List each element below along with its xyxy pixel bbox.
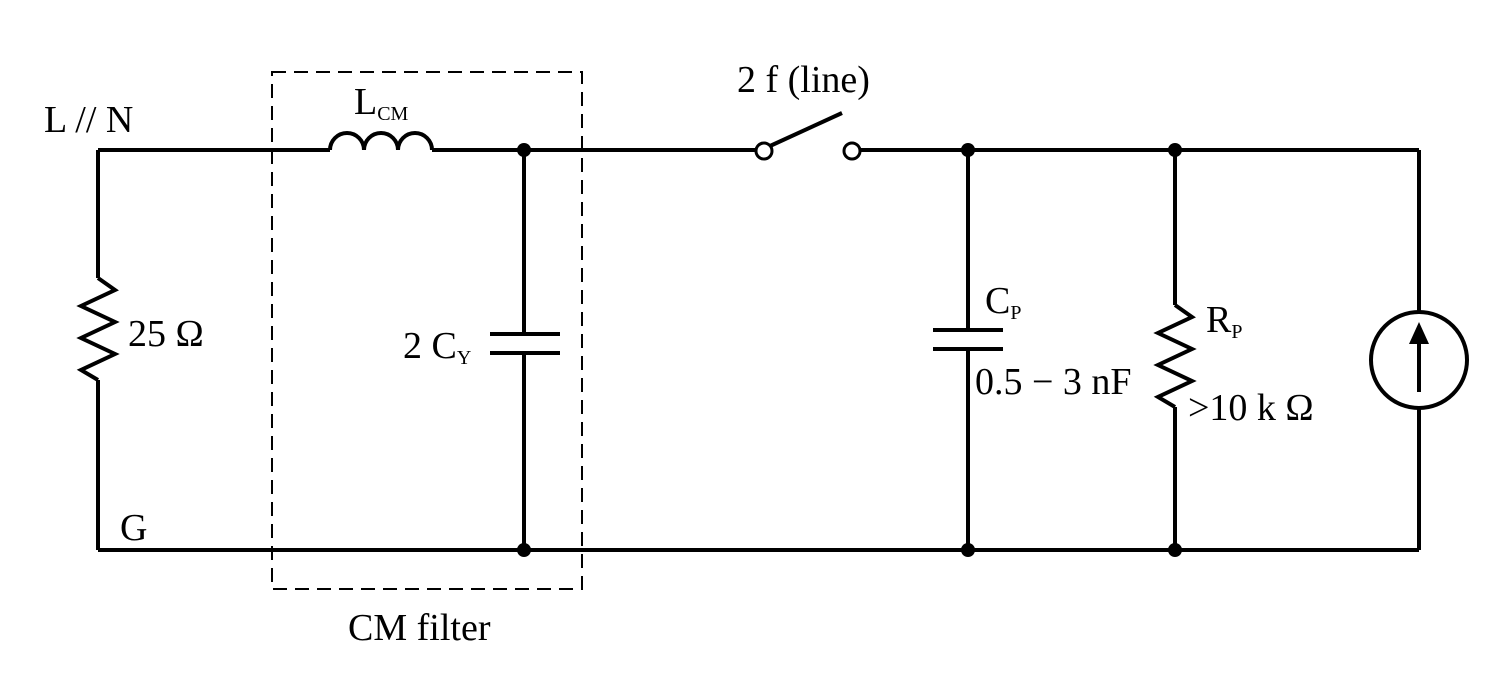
label-inductor-lcm-main: L (354, 81, 377, 123)
junction-dot-rp-top (1168, 143, 1182, 157)
label-cap-cy-main: 2 C (403, 325, 457, 367)
label-res-rp-value: >10 k Ω (1188, 387, 1314, 429)
label-inductor-lcm-sub: CM (377, 103, 408, 125)
label-ground: G (120, 507, 147, 549)
label-res-rp-sub: P (1231, 321, 1242, 343)
open-switch-icon (754, 111, 862, 161)
label-res-rp-main: R (1206, 299, 1232, 341)
switch-blade (769, 111, 843, 148)
junction-dot-rp-bottom (1168, 543, 1182, 557)
junction-dot-cy-bottom (517, 543, 531, 557)
label-cap-cp-value: 0.5 − 3 nF (975, 361, 1132, 403)
junction-dot-cp-top (961, 143, 975, 157)
resistor-25 (76, 276, 120, 382)
current-source-arrow-head (1409, 322, 1429, 344)
label-resistor-25: 25 Ω (128, 313, 204, 355)
label-switch: 2 f (line) (737, 59, 870, 101)
label-cap-cy: 2 CY (403, 325, 471, 369)
cm-filter-box (271, 71, 583, 590)
resistor-rp (1153, 303, 1197, 409)
label-cap-cp: CP (985, 280, 1021, 324)
label-cm-filter: CM filter (348, 607, 491, 649)
label-res-rp: RP (1206, 299, 1242, 343)
label-cap-cp-sub: P (1010, 302, 1021, 324)
label-cap-cy-sub: Y (457, 347, 471, 369)
inductor-lcm (328, 131, 434, 151)
switch-terminal-right (842, 141, 862, 161)
label-line-neutral: L // N (44, 99, 133, 141)
label-cap-cp-main: C (985, 280, 1010, 322)
label-inductor-lcm: LCM (354, 81, 409, 125)
junction-dot-cp-bottom (961, 543, 975, 557)
current-source-arrow-up-icon (1369, 310, 1469, 410)
switch-terminal-left (754, 141, 774, 161)
junction-dot-cy-top (517, 143, 531, 157)
